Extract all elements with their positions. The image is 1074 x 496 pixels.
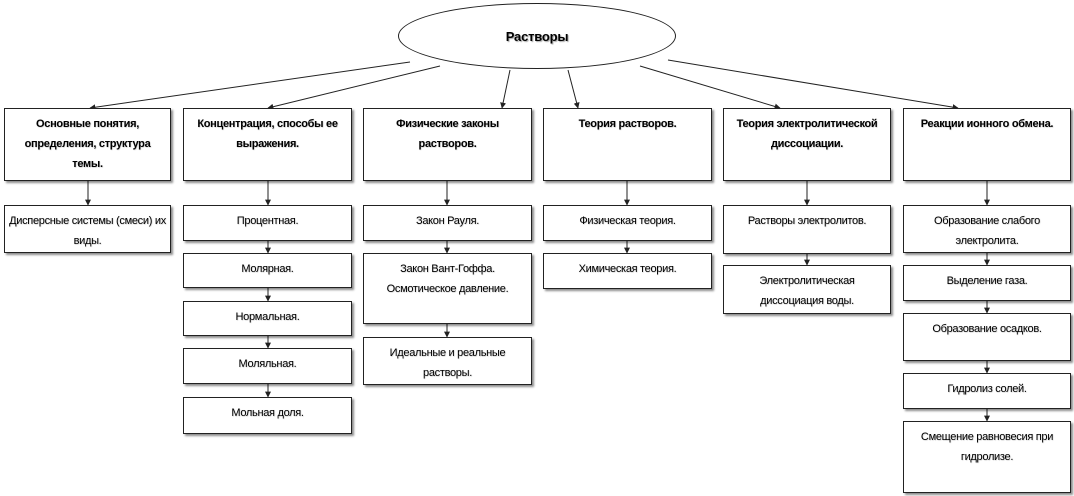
item-mole-fraction: Мольная доля.: [183, 397, 352, 434]
connector-arrow: [667, 59, 959, 111]
heading-label: Теория растворов.: [578, 118, 677, 130]
item-label: Образование слабого электролита.: [934, 215, 1040, 247]
item-label: Молярная.: [241, 263, 294, 275]
root-node: Растворы: [398, 3, 676, 69]
item-label: Растворы электролитов.: [747, 215, 867, 227]
item-label: Закон Вант-Гоффа. Осмотическое давление.: [386, 263, 509, 295]
connector-arrow: [267, 65, 441, 110]
item-label: Гидролиз солей.: [947, 383, 1027, 395]
item-normal: Нормальная.: [183, 301, 352, 336]
item-physical-theory: Физическая теория.: [543, 205, 712, 241]
root-label: Растворы: [505, 28, 569, 44]
heading-ion-exchange: Реакции ионного обмена.: [903, 108, 1071, 181]
item-raoult-law: Закон Рауля.: [363, 205, 532, 241]
heading-label: Реакции ионного обмена.: [920, 118, 1054, 130]
item-weak-electrolyte: Образование слабого электролита.: [903, 205, 1071, 253]
heading-electrolytic-dissociation: Теория электролитической диссоциации.: [723, 108, 891, 181]
item-label: Образование осадков.: [932, 323, 1042, 335]
heading-label: Теория электролитической диссоциации.: [736, 118, 878, 150]
item-label: Мольная доля.: [231, 407, 304, 419]
item-label: Закон Рауля.: [415, 215, 479, 227]
item-label: Смещение равновесия при гидролизе.: [920, 431, 1054, 463]
item-percent: Процентная.: [183, 205, 352, 241]
item-dispersed-systems: Дисперсные системы (смеси) их виды.: [4, 205, 171, 253]
heading-label: Концентрация, способы ее выражения.: [197, 118, 338, 150]
connector-arrow: [639, 65, 781, 110]
item-molar: Молярная.: [183, 253, 352, 288]
item-label: Идеальные и реальные растворы.: [389, 347, 506, 379]
heading-physical-laws: Физические законы растворов.: [363, 108, 532, 181]
item-label: Процентная.: [236, 215, 299, 227]
item-label: Электролитическая диссоциация воды.: [759, 275, 855, 307]
item-label: Выделение газа.: [946, 275, 1028, 287]
heading-label: Основные понятия, определения, структура…: [24, 118, 151, 170]
item-label: Нормальная.: [235, 311, 300, 323]
item-vant-hoff-law: Закон Вант-Гоффа. Осмотическое давление.: [363, 253, 532, 324]
heading-basic-concepts: Основные понятия, определения, структура…: [4, 108, 171, 181]
heading-concentration: Концентрация, способы ее выражения.: [183, 108, 352, 181]
item-label: Дисперсные системы (смеси) их виды.: [9, 215, 166, 247]
item-chemical-theory: Химическая теория.: [543, 253, 712, 289]
item-ideal-real-solutions: Идеальные и реальные растворы.: [363, 337, 532, 385]
item-salt-hydrolysis: Гидролиз солей.: [903, 373, 1071, 409]
item-label: Физическая теория.: [579, 215, 676, 227]
item-gas-evolution: Выделение газа.: [903, 265, 1071, 301]
item-hydrolysis-equilibrium: Смещение равновесия при гидролизе.: [903, 421, 1071, 493]
connector-arrow: [567, 69, 580, 109]
heading-label: Физические законы растворов.: [396, 118, 499, 150]
item-electrolyte-solutions: Растворы электролитов.: [723, 205, 891, 254]
connector-arrow: [89, 61, 411, 111]
item-label: Химическая теория.: [578, 263, 677, 275]
item-water-dissociation: Электролитическая диссоциация воды.: [723, 265, 891, 314]
heading-solution-theory: Теория растворов.: [543, 108, 712, 181]
item-precipitation: Образование осадков.: [903, 313, 1071, 361]
connector-arrow: [500, 69, 511, 109]
item-molal: Моляльная.: [183, 348, 352, 384]
item-label: Моляльная.: [238, 358, 297, 370]
